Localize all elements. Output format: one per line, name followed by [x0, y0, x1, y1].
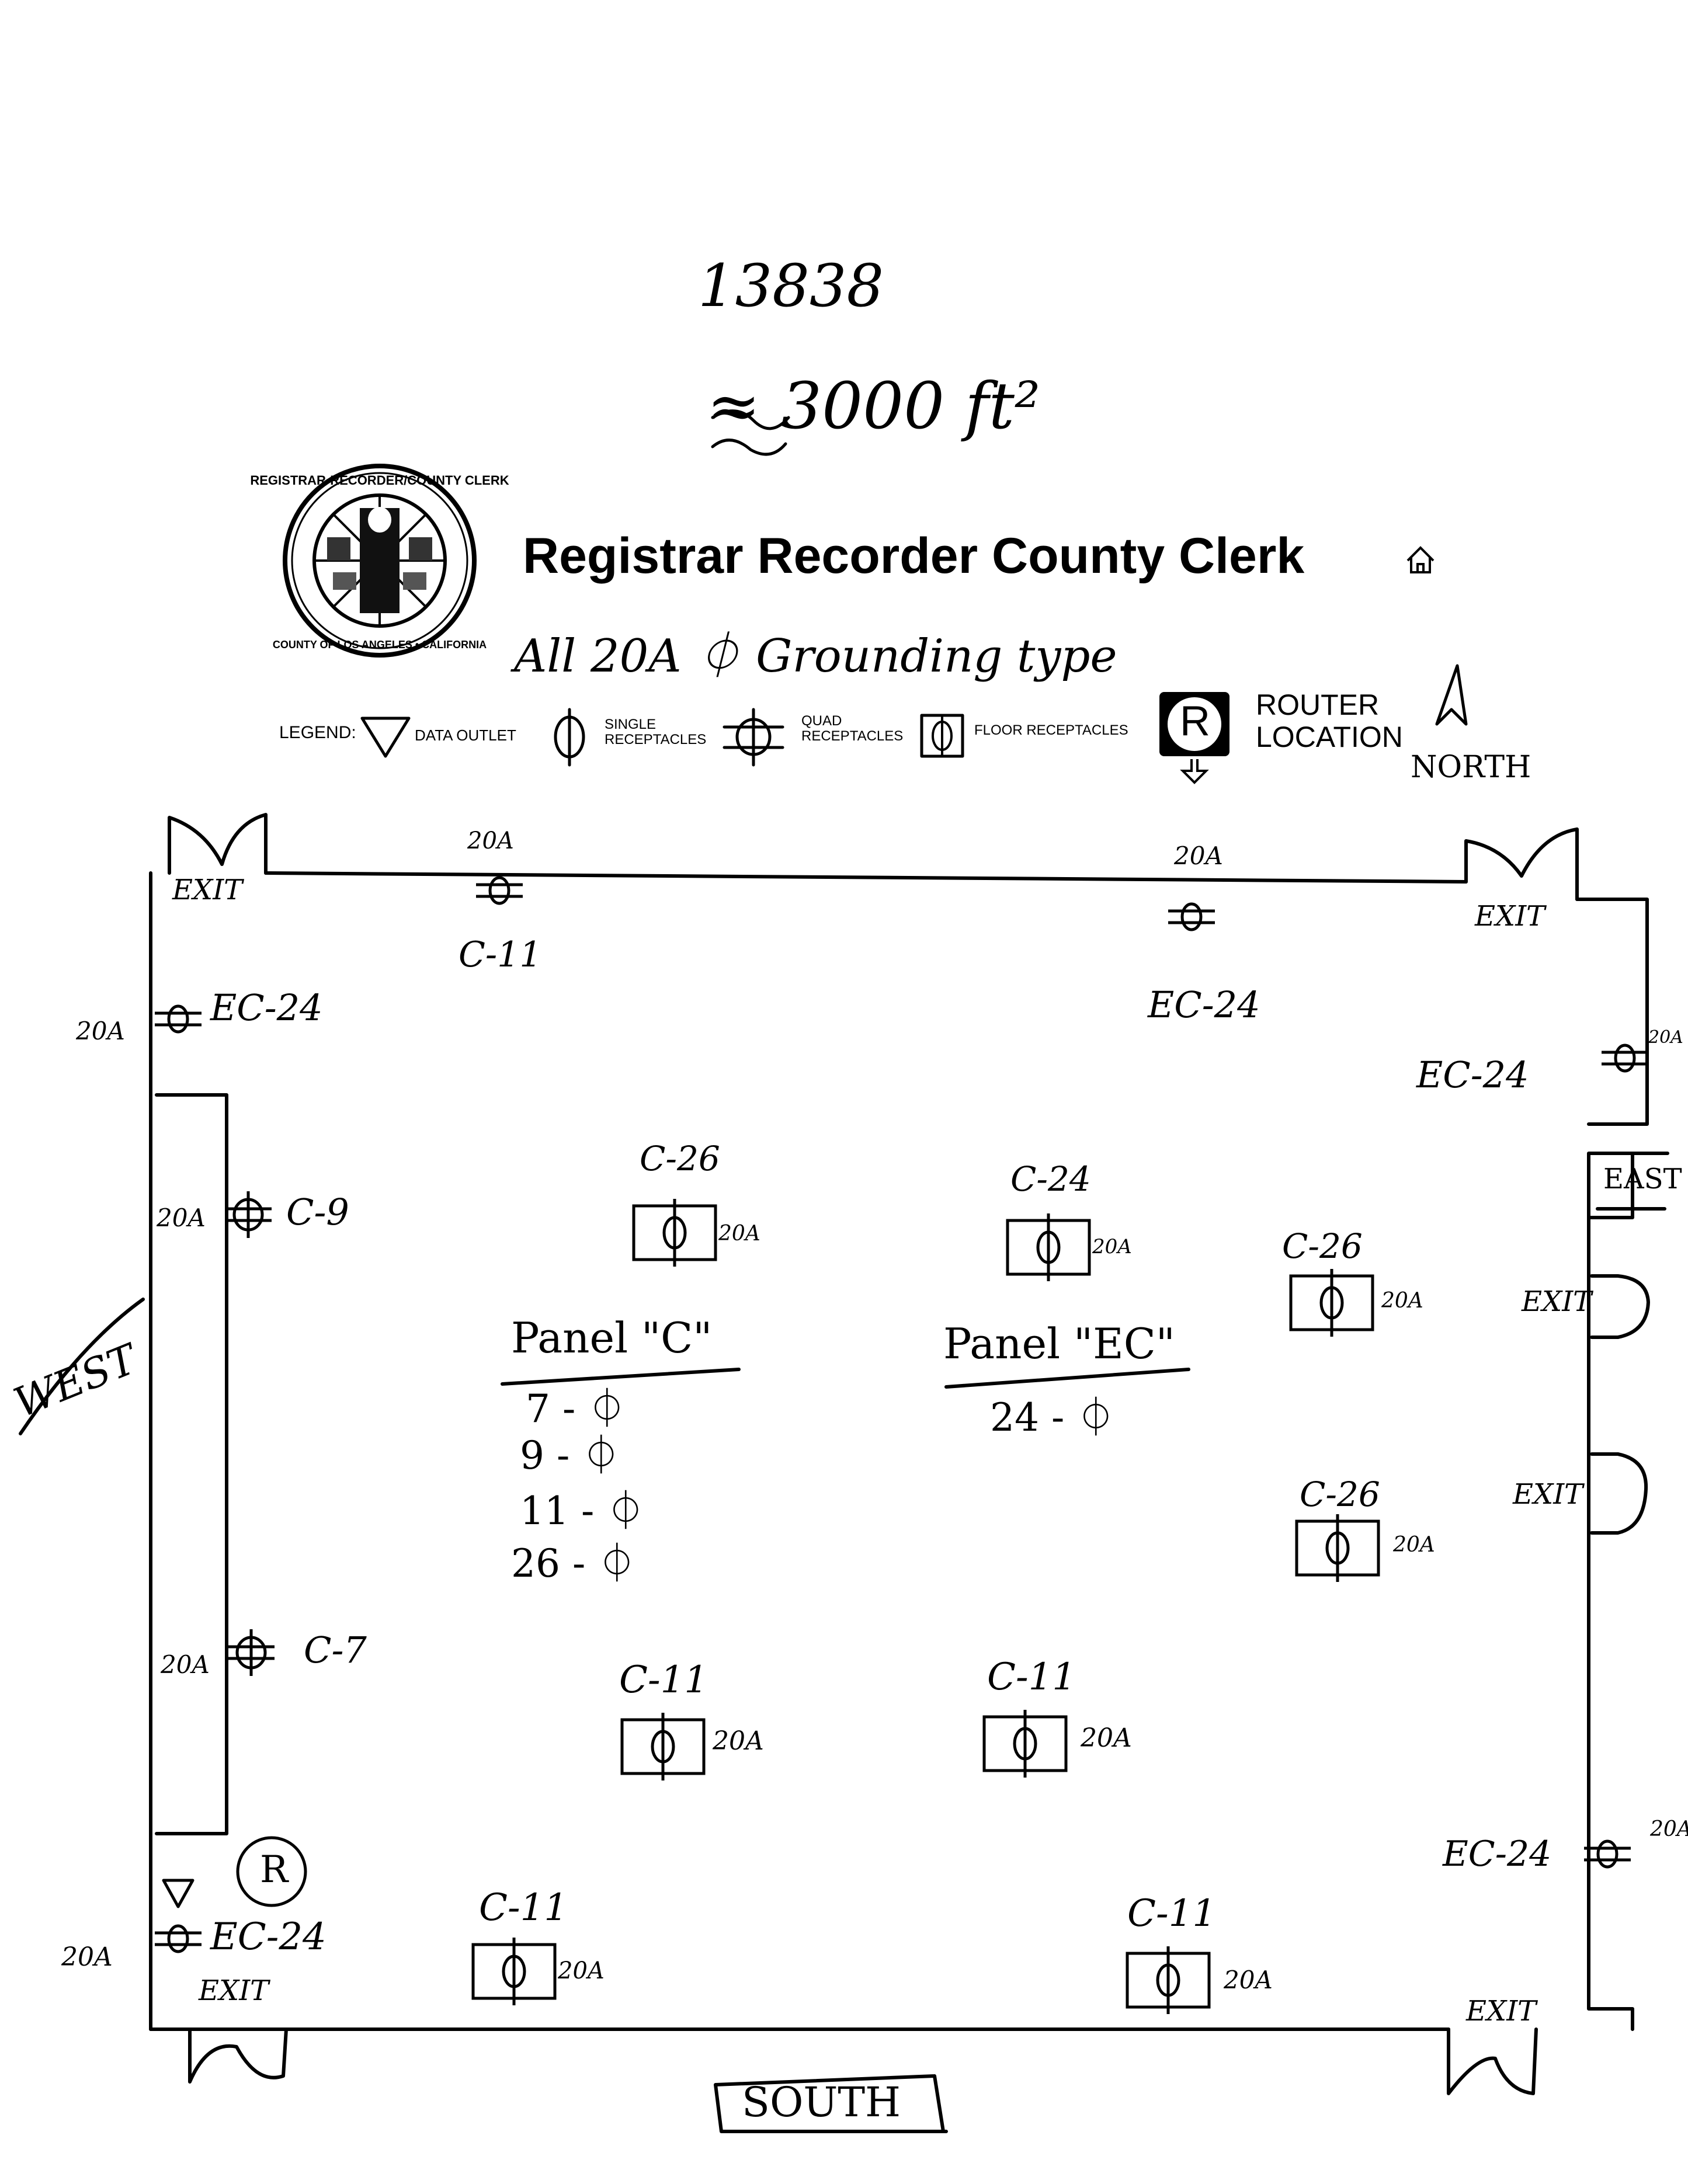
plan-data-outlet-icon [162, 1879, 194, 1908]
floor-receptacle-icon [982, 1710, 1068, 1778]
floor-outlet-circuit: C-11 [1127, 1892, 1217, 1935]
exit-southeast: EXIT [1466, 1995, 1537, 2027]
exit-northwest: EXIT [172, 874, 243, 906]
router-marker: R [260, 1848, 289, 1891]
seal-text-bottom: COUNTY OF LOS ANGELES • CALIFORNIA [273, 639, 487, 651]
county-seal-icon [283, 464, 477, 658]
seal-text-top: REGISTRAR-RECORDER/COUNTY CLERK [250, 473, 509, 488]
wall-outlet-amp: 20A [1650, 1817, 1688, 1841]
legend-floor-receptacles: FLOOR RECEPTACLES [974, 722, 1128, 738]
floor-outlet-circuit: C-11 [987, 1656, 1076, 1699]
floor-outlet-amp: 20A [558, 1957, 605, 1984]
east-label: EAST [1603, 1163, 1682, 1195]
wall-outlet-amp: 20A [157, 1204, 206, 1232]
single-receptacle-icon [476, 876, 523, 905]
single-receptacle-icon [155, 1924, 202, 1953]
wall-outlet-circuit: EC-24 [1443, 1834, 1552, 1875]
floor-outlet-amp: 20A [1381, 1289, 1423, 1313]
panel-ec-line: 24 - ⏀ [990, 1395, 1116, 1440]
legend-label: LEGEND: [279, 723, 356, 742]
floor-outlet-amp: 20A [1081, 1723, 1132, 1753]
north-label: NORTH [1411, 750, 1531, 785]
floor-receptacle-icon [1295, 1514, 1380, 1582]
south-label: SOUTH [742, 2078, 901, 2126]
floor-outlet-amp: 20A [1393, 1533, 1435, 1557]
panel-c-title: Panel "C" [511, 1313, 713, 1362]
exit-east-upper: EXIT [1522, 1285, 1592, 1318]
note-area: ≈ 3000 ft² [707, 368, 1041, 443]
wall-outlet-circuit: C-7 [304, 1629, 367, 1671]
wall-outlet-amp: 20A [76, 1017, 125, 1045]
panel-c-line: 9 - ⏀ [520, 1433, 621, 1478]
floor-outlet-circuit: C-24 [1010, 1159, 1091, 1199]
panel-ec-title: Panel "EC" [943, 1319, 1175, 1368]
floor-outlet-amp: 20A [713, 1726, 764, 1756]
legend-quad-receptacles: QUAD RECEPTACLES [801, 713, 904, 745]
single-receptacle-icon [1584, 1839, 1631, 1869]
panel-c-line: 26 - ⏀ [511, 1541, 637, 1586]
router-marker-circle [236, 1836, 307, 1907]
floor-outlet-circuit: C-26 [1282, 1226, 1363, 1266]
floor-receptacle-icon [471, 1938, 557, 2005]
note-number: 13838 [698, 252, 884, 320]
wall-outlet-amp: 20A [1174, 841, 1223, 870]
wall-outlet-circuit: EC-24 [210, 1915, 327, 1959]
single-receptacle-icon [1168, 902, 1215, 931]
floor-outlet-circuit: C-11 [619, 1658, 708, 1702]
wall-outlet-amp: 20A [1648, 1027, 1683, 1048]
floor-receptacle-icon [620, 1713, 706, 1780]
exit-northeast: EXIT [1475, 900, 1545, 933]
single-receptacle-icon [1602, 1044, 1648, 1073]
wall-outlet-amp: 20A [467, 827, 514, 854]
legend-router-letter: R [1180, 698, 1210, 745]
floor-receptacle-icon [1126, 1946, 1211, 2014]
wall-outlet-circuit: EC-24 [1416, 1053, 1529, 1096]
floor-receptacle-icon [1006, 1213, 1091, 1281]
floor-outlet-circuit: C-11 [479, 1886, 568, 1929]
single-receptacle-icon [155, 1004, 202, 1034]
panel-c-line: 7 - ⏀ [526, 1386, 627, 1431]
wall-outlet-amp: 20A [61, 1942, 113, 1972]
legend-single-receptacles: SINGLE RECEPTACLES [605, 717, 707, 748]
floor-outlet-amp: 20A [1224, 1966, 1273, 1994]
floor-outlet-circuit: C-26 [1300, 1474, 1380, 1514]
floor-outlet-amp: 20A [1092, 1235, 1132, 1258]
floor-receptacle-icon [632, 1199, 717, 1267]
exit-southwest: EXIT [199, 1974, 269, 2007]
wall-outlet-circuit: EC-24 [1148, 983, 1260, 1026]
panel-c-line: 11 - ⏀ [520, 1489, 645, 1533]
wall-outlet-circuit: C-9 [286, 1191, 349, 1233]
quad-receptacle-icon [228, 1629, 275, 1676]
home-icon [1406, 546, 1435, 573]
quad-receptacle-icon [225, 1191, 272, 1238]
grounding-note: All 20A ⏀ Grounding type [514, 630, 1117, 683]
legend-data-outlet: DATA OUTLET [415, 726, 516, 744]
wall-outlet-amp: 20A [161, 1650, 210, 1679]
wall-outlet-circuit: EC-24 [210, 986, 323, 1029]
wall-outlet-circuit: C-11 [459, 934, 542, 975]
legend-router-location: ROUTER LOCATION [1256, 688, 1403, 753]
north-wall [264, 871, 1468, 884]
floor-outlet-circuit: C-26 [640, 1139, 720, 1178]
floor-outlet-amp: 20A [718, 1222, 760, 1246]
exit-east-lower: EXIT [1513, 1478, 1583, 1511]
west-inner-strip [155, 1093, 228, 1835]
floor-receptacle-icon [1289, 1269, 1374, 1337]
page-title: Registrar Recorder County Clerk [523, 528, 1305, 584]
legend-data-outlet-shape [360, 717, 411, 758]
